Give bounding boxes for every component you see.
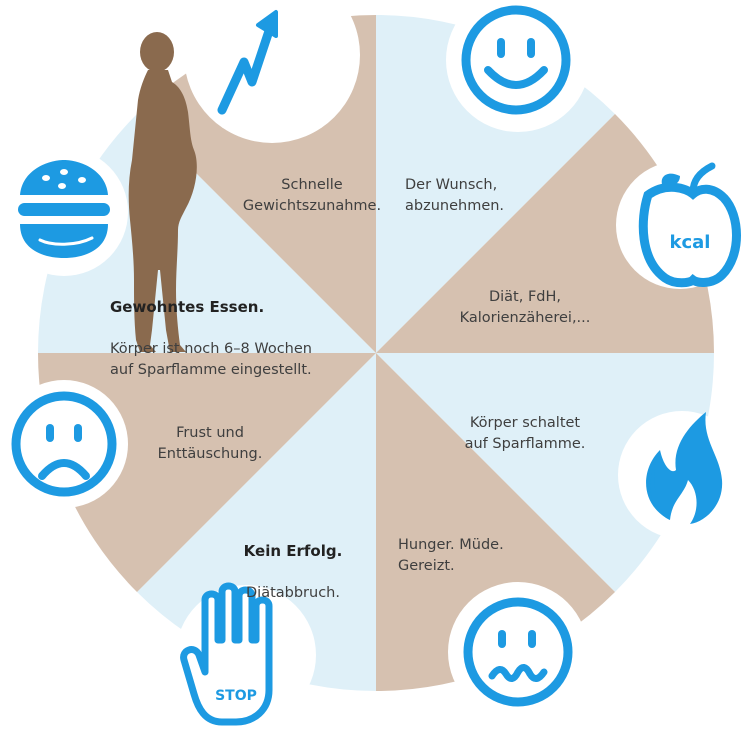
wedge-frust (38, 114, 376, 353)
smiley-icon (461, 5, 571, 115)
person-silhouette (128, 32, 197, 352)
segment-label-gewohntes: Gewohntes Essen. Körper ist noch 6–8 Woc… (110, 298, 312, 378)
segment-label-sparflamme: Körper schaltet auf Sparflamme. (464, 415, 586, 452)
apple-kcal-icon: kcal (638, 162, 741, 288)
sad-face-icon (11, 391, 117, 497)
stop-hand-icon: STOP (180, 582, 273, 726)
segment-label-wunsch: Der Wunsch, abzunehmen. (405, 177, 505, 214)
trend-up-arrow-icon (217, 10, 278, 115)
segment-label-schnelle: Schnelle Gewichtszunahme. (242, 177, 382, 214)
segment-label-hunger: Hunger. Müde. Gereizt. (398, 537, 504, 574)
wedge-diaet (376, 353, 714, 592)
segment-label-frust: Frust und Enttäuschung. (157, 425, 263, 462)
wedge-kein-erfolg (38, 353, 376, 592)
flame-icon (646, 412, 723, 524)
wedge-wunsch (376, 114, 714, 353)
queasy-face-icon (463, 597, 573, 707)
segment-label-diaet: Diät, FdH, Kalorienzäherei,... (459, 289, 591, 326)
stop-label: STOP (215, 688, 257, 704)
kcal-label: kcal (670, 232, 711, 253)
burger-icon (18, 160, 110, 258)
segment-label-kein-erfolg: Kein Erfolg. Diätabbruch. (243, 542, 343, 601)
